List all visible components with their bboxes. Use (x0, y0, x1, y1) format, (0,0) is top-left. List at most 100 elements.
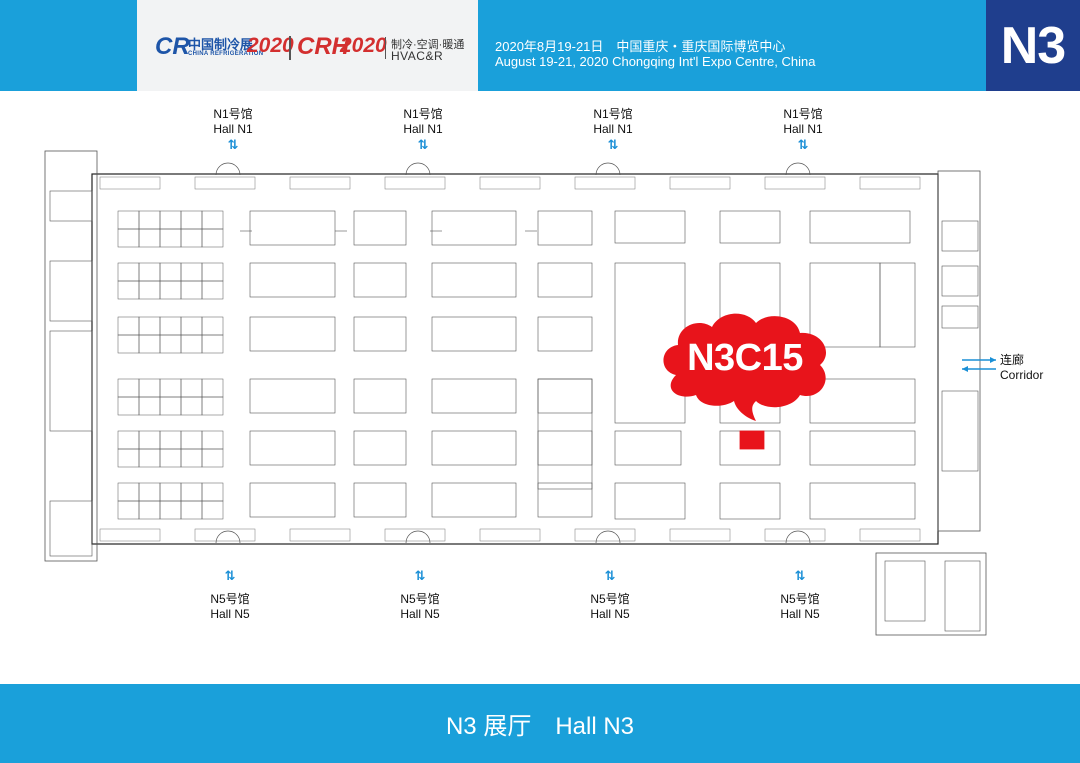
corridor-en: Corridor (1000, 368, 1044, 382)
booth (201, 396, 224, 416)
hall-n5-cn: N5号馆 (590, 592, 630, 606)
booth (249, 316, 336, 352)
crh-logo-mark: CRH (297, 33, 349, 60)
hall-n5-cn: N5号馆 (780, 592, 820, 606)
crh-logo-sub-en: HVAC&R (391, 49, 444, 63)
booth (249, 262, 336, 298)
crh-logo-year: 2020 (340, 34, 387, 57)
two-way-arrow-icon: ⇅ (604, 568, 616, 583)
corridor-arrow-head-icon (990, 357, 996, 363)
booth (201, 316, 224, 336)
booth (159, 396, 182, 416)
hall-n1-cn: N1号馆 (213, 107, 253, 121)
booth (180, 210, 203, 230)
booth (117, 210, 140, 230)
service-room (49, 190, 93, 222)
booth (353, 482, 407, 518)
wall-booth-strip-bottom (194, 528, 256, 542)
wall-booth-strip-bottom (669, 528, 731, 542)
hall-n5-cn: N5号馆 (400, 592, 440, 606)
wall-booth-strip-top (289, 176, 351, 190)
hall-n1-label-2: N1号馆 Hall N1 (383, 107, 463, 137)
booth (537, 482, 593, 518)
two-way-arrow-icon: ⇅ (224, 568, 236, 583)
service-room (944, 560, 981, 632)
booth (249, 378, 336, 414)
booth (537, 378, 593, 490)
booth (353, 316, 407, 352)
booth (353, 210, 407, 246)
hall-n5-label-2: N5号馆 Hall N5 (380, 592, 460, 622)
booth (201, 482, 224, 502)
booth (138, 210, 161, 230)
highlighted-booth-n3c15 (739, 430, 765, 450)
hall-n5-en: Hall N5 (400, 607, 440, 621)
booth (537, 262, 593, 298)
booth (201, 228, 224, 248)
hall-n5-label-1: N5号馆 Hall N5 (190, 592, 270, 622)
entrance-door-bottom (405, 530, 431, 544)
hall-n5-en: Hall N5 (780, 607, 820, 621)
booth (879, 262, 916, 348)
logo-divider (289, 36, 291, 60)
booth (138, 334, 161, 354)
booth (719, 482, 781, 520)
date-location-cn: 2020年8月19-21日 中国重庆・重庆国际博览中心 (495, 39, 786, 54)
booth (614, 430, 682, 466)
booth (117, 316, 140, 336)
booth (719, 210, 781, 244)
west-service-zone (44, 150, 98, 562)
booth (431, 316, 517, 352)
wall-booth-strip-top (384, 176, 446, 190)
booth (201, 262, 224, 282)
booth (159, 210, 182, 230)
hall-n5-label-4: N5号馆 Hall N5 (760, 592, 840, 622)
booth (809, 482, 916, 520)
booth (138, 316, 161, 336)
booth (537, 430, 593, 466)
booth (201, 334, 224, 354)
two-way-arrow-icon: ⇅ (607, 137, 619, 152)
booth (353, 430, 407, 466)
wall-booth-strip-top (99, 176, 161, 190)
logo-divider-2 (385, 37, 386, 59)
hall-n5-en: Hall N5 (210, 607, 250, 621)
booth (180, 396, 203, 416)
hall-floor-plan (44, 150, 996, 636)
wall-booth-strip-top (859, 176, 921, 190)
booth (138, 430, 161, 450)
booth (117, 500, 140, 520)
service-room (941, 305, 979, 329)
booth (353, 378, 407, 414)
booth (431, 262, 517, 298)
booth (180, 500, 203, 520)
booth (180, 334, 203, 354)
service-room (49, 260, 93, 322)
booth (117, 448, 140, 468)
wall-booth-strip-bottom (479, 528, 541, 542)
footer-banner: N3 展厅 Hall N3 (0, 684, 1080, 763)
two-way-arrow-icon: ⇅ (227, 137, 239, 152)
booth (431, 210, 517, 246)
booth (201, 378, 224, 398)
booth (249, 482, 336, 518)
footer-title: N3 展厅 Hall N3 (445, 713, 635, 740)
booth (138, 228, 161, 248)
entrance-door-top (405, 162, 431, 176)
booth (159, 482, 182, 502)
booth (180, 378, 203, 398)
entrance-door-top (785, 162, 811, 176)
hall-n1-en: Hall N1 (403, 122, 443, 136)
hall-n1-label-4: N1号馆 Hall N1 (763, 107, 843, 137)
date-location-en: August 19-21, 2020 Chongqing Int'l Expo … (495, 54, 816, 69)
booth (537, 210, 593, 246)
highlight-booth-label: N3C15 (687, 337, 803, 379)
booth (201, 500, 224, 520)
booth (159, 448, 182, 468)
hall-n1-label-1: N1号馆 Hall N1 (193, 107, 273, 137)
booth (431, 378, 517, 414)
booth (180, 430, 203, 450)
logo-panel (137, 0, 478, 91)
service-room (941, 390, 979, 472)
